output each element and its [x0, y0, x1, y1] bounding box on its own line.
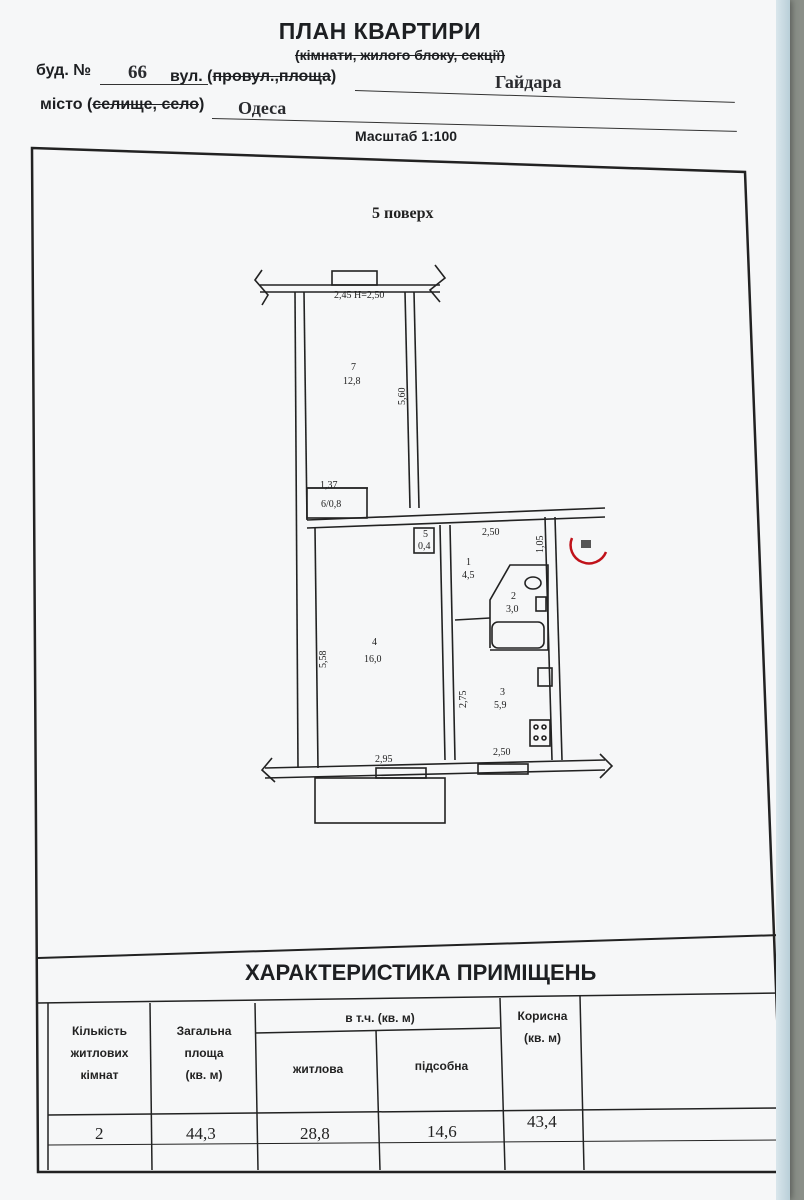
room-6-label: 6/0,8	[321, 499, 341, 510]
table-values-line	[47, 1107, 782, 1116]
header-useful: Корисна (кв. м)	[517, 1009, 568, 1045]
scale-label: Масштаб 1:100	[355, 128, 458, 144]
svg-text:4: 4	[372, 637, 377, 648]
building-row: буд. №	[36, 62, 91, 80]
building-label: буд. №	[36, 62, 92, 79]
room-3-height: 2,75	[458, 691, 469, 709]
room-4-length: 5,58	[318, 651, 329, 669]
next-page-edge	[776, 0, 790, 1200]
bath-height: 1,05	[535, 536, 546, 554]
room-1-area: 4,5	[462, 570, 475, 581]
value-total: 44,3	[186, 1124, 216, 1143]
room-4-area: 16,0	[364, 654, 382, 665]
street-label-struck: провул.,площа	[212, 68, 331, 85]
room-3-area: 5,9	[494, 700, 507, 711]
header-incl: в т.ч. (кв. м)	[345, 1011, 415, 1025]
top-dims-label: 2,45 H=2,50	[334, 290, 384, 301]
header-living: житлова	[292, 1062, 344, 1076]
city-label: місто (селище, село)	[40, 96, 205, 113]
balcony-width: 1,37	[320, 480, 338, 491]
value-living: 28,8	[300, 1124, 330, 1143]
value-useful: 43,4	[527, 1112, 557, 1131]
document-title: ПЛАН КВАРТИРИ	[278, 18, 482, 44]
header-total: Загальна площа (кв. м)	[176, 1024, 232, 1082]
header-rooms: Кількість житлових кімнат	[70, 1024, 129, 1082]
svg-text:7: 7	[351, 362, 356, 373]
city-label-struck: селище, село	[92, 96, 199, 113]
svg-text:2: 2	[511, 591, 516, 602]
building-number: 66	[128, 62, 147, 83]
document-subtitle: (кімнати, жилого блоку, секції)	[0, 47, 800, 63]
street-label: вул. (провул.,площа)	[170, 68, 337, 85]
table-header-line	[37, 992, 782, 1004]
hall-width: 2,50	[482, 527, 500, 538]
room-2-area: 3,0	[506, 604, 519, 615]
room-5-area: 0,4	[418, 541, 431, 552]
room-7-walls	[253, 264, 614, 824]
svg-text:3: 3	[500, 687, 505, 698]
subtitle-struck: (кімнати, жилого блоку, секції)	[294, 47, 506, 63]
street-name: Гайдара	[495, 72, 562, 92]
room-4-width: 2,95	[375, 754, 393, 765]
characteristics-title: ХАРАКТЕРИСТИКА ПРИМІЩЕНЬ	[245, 960, 597, 985]
svg-text:5: 5	[423, 529, 428, 540]
stamp-icon	[569, 537, 608, 565]
table-top-line	[37, 934, 782, 959]
svg-text:1: 1	[466, 557, 471, 568]
floor-label: 5 поверх	[372, 205, 434, 222]
city-name: Одеса	[238, 98, 287, 118]
building-underline	[100, 84, 208, 85]
value-aux: 14,6	[427, 1122, 457, 1141]
room-7-area: 12,8	[343, 376, 361, 387]
room-7-length: 5,60	[397, 388, 408, 406]
room-3-width: 2,50	[493, 747, 511, 758]
header-aux: підсобна	[414, 1059, 469, 1073]
value-rooms: 2	[95, 1124, 104, 1143]
